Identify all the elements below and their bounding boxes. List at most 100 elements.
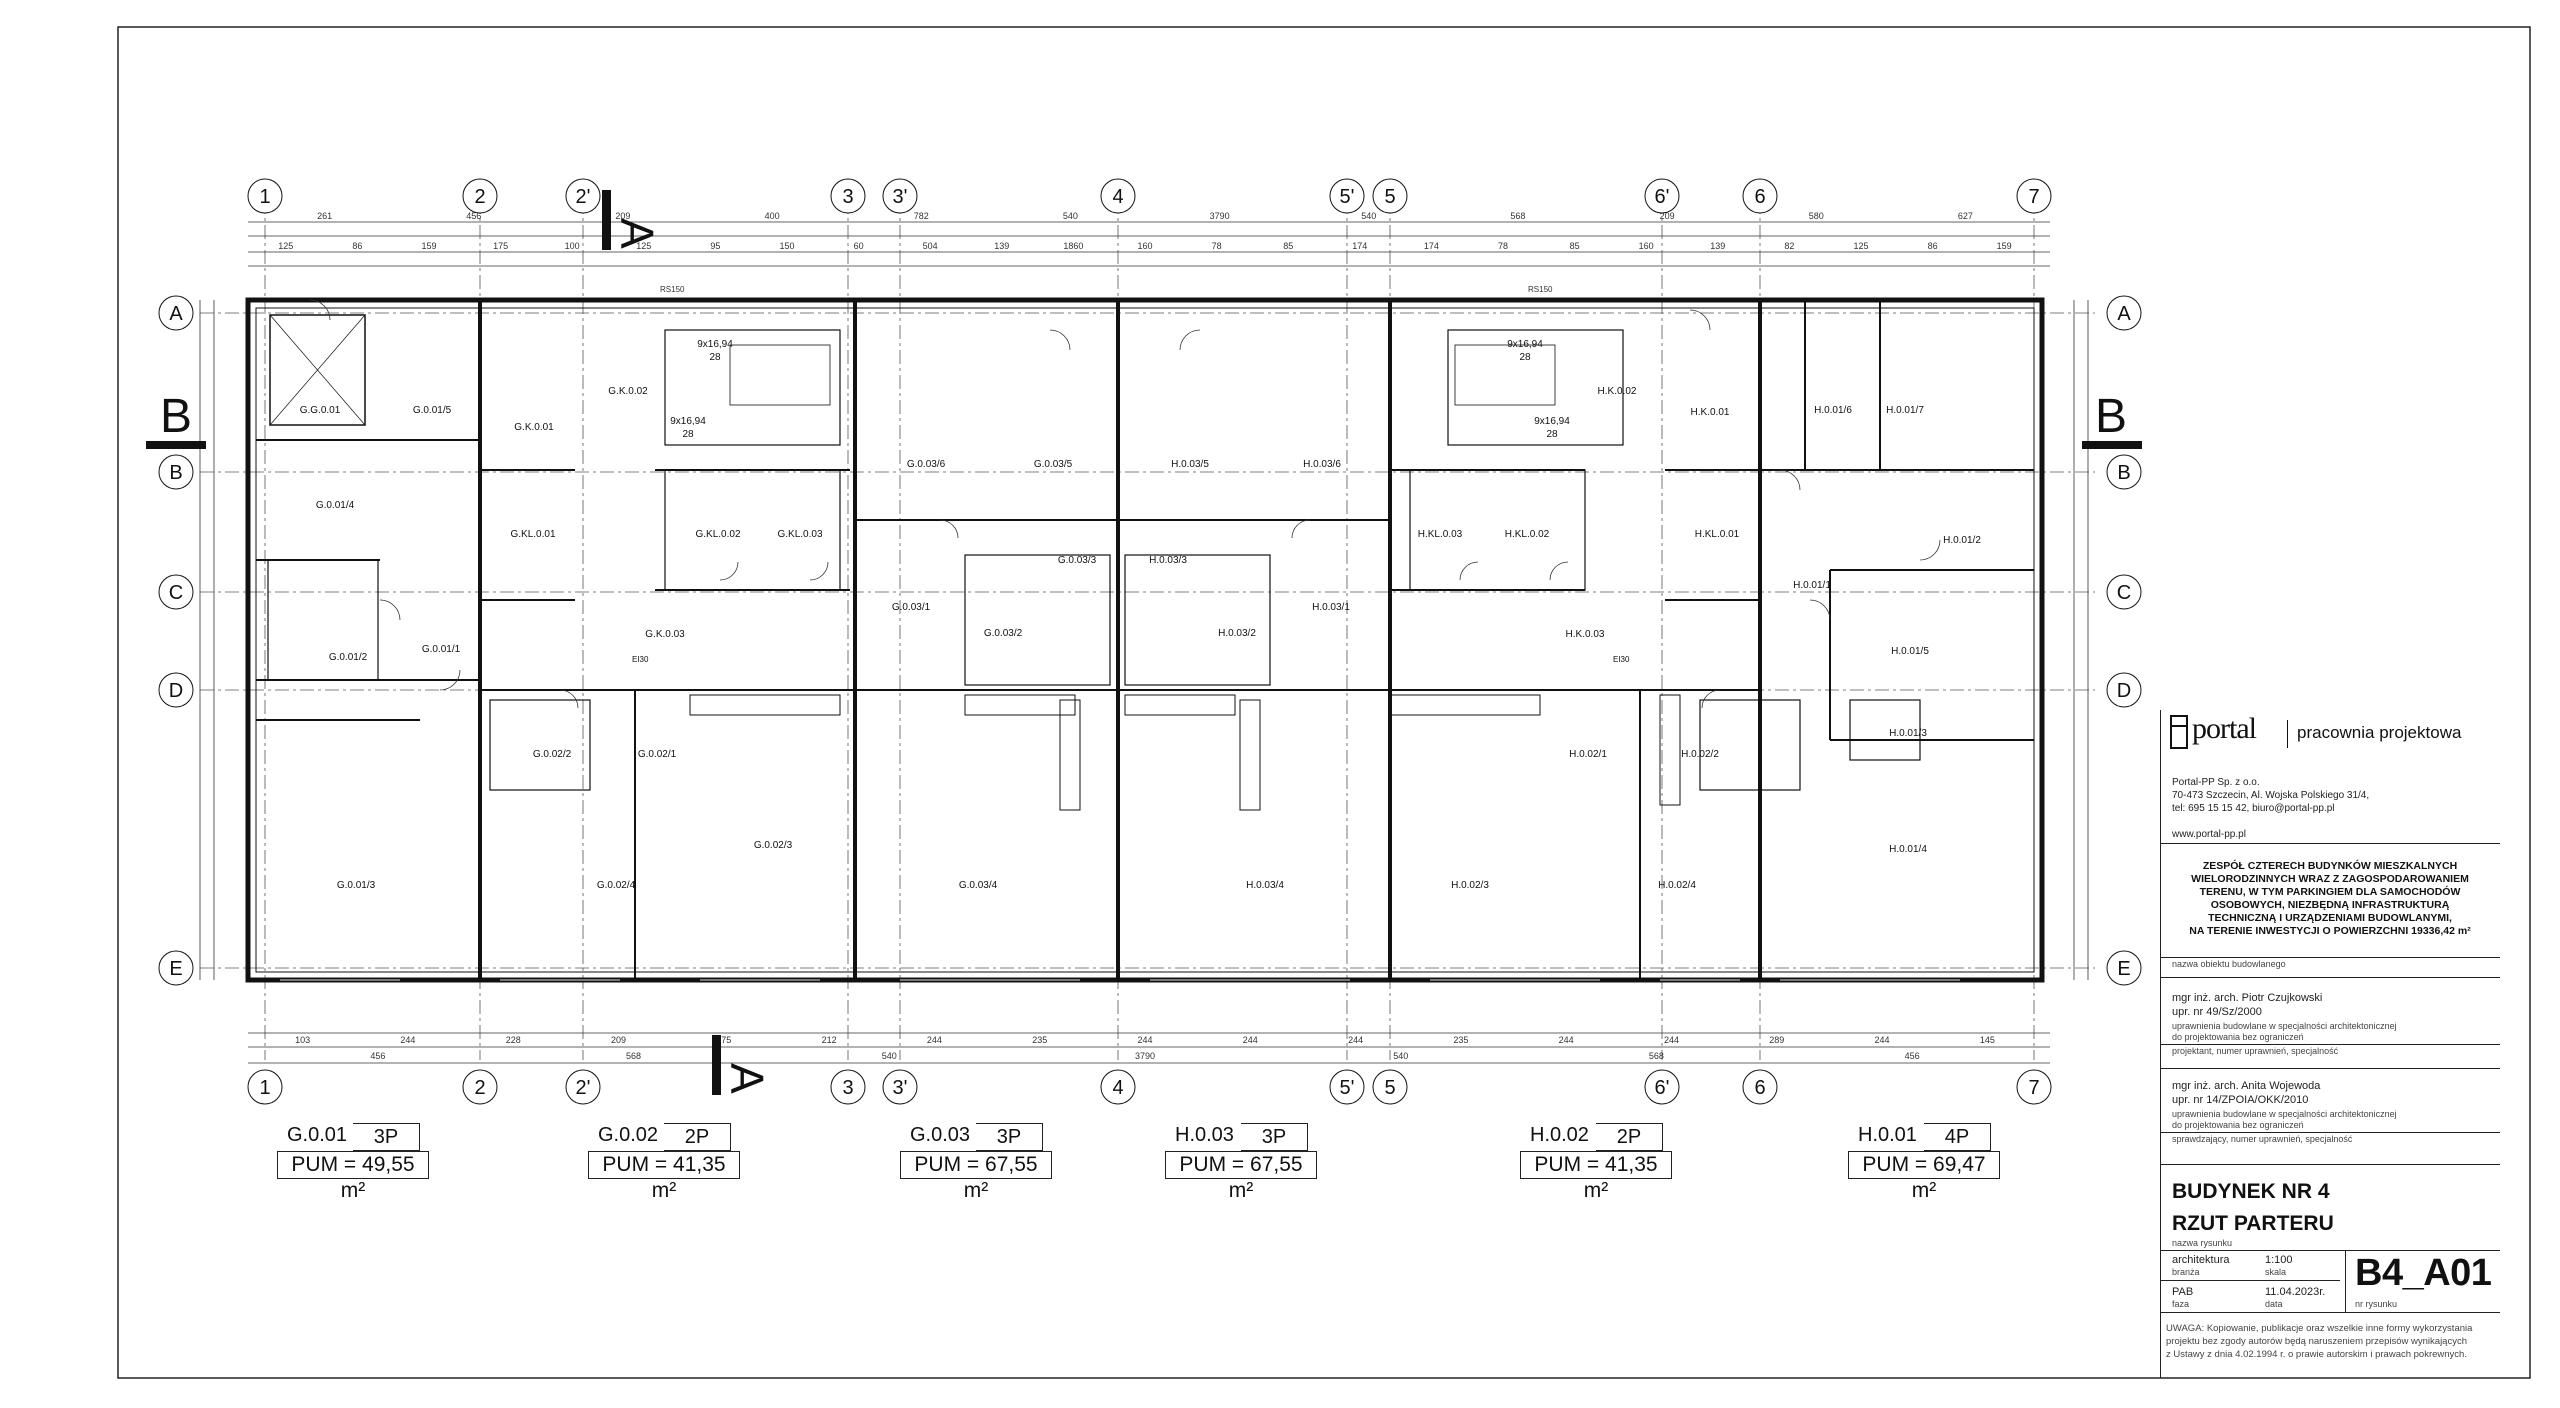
project-line-6: NA TERENIE INWESTYCJI O POWIERZCHNI 1933…: [2189, 925, 2471, 937]
copyright-notice: UWAGA: Kopiowanie, publikacje oraz wszel…: [2166, 1322, 2472, 1361]
dimension-lines: [199, 221, 2089, 1064]
axis-bubble-bottom: 7: [2016, 1069, 2052, 1105]
company-name: Portal-PP Sp. z o.o.: [2172, 777, 2260, 788]
axis-label: B: [2117, 462, 2130, 484]
dim-top-inner: 159: [421, 241, 436, 251]
dim-top-outer: 627: [1958, 211, 1973, 221]
dim-top-inner: 100: [565, 241, 580, 251]
stair-spec: 9x16,94: [1507, 339, 1543, 350]
project-line-5: TECHNICZNĄ I URZĄDZENIAMI BUDOWLANYMI,: [2208, 912, 2452, 924]
drawing-caption: nazwa rysunku: [2172, 1238, 2233, 1248]
drawing-number: B4_A01: [2355, 1252, 2492, 1294]
axis-label: 4: [1112, 1077, 1123, 1099]
axis-bubble-bottom: 6': [1644, 1069, 1680, 1105]
checker-permit: upr. nr 14/ZPOIA/OKK/2010: [2172, 1094, 2309, 1106]
axis-label: 3: [842, 186, 853, 208]
apartment-rooms: 4P: [1924, 1123, 1991, 1151]
dim-top-outer: 540: [1063, 211, 1078, 221]
axis-bubble-right: A: [2106, 295, 2142, 331]
axis-label: 3': [893, 1077, 908, 1099]
axis-label: 1: [259, 186, 270, 208]
axis-bubble-left: A: [158, 295, 194, 331]
axis-label: D: [169, 680, 183, 702]
section-mark-b-left: B: [146, 390, 206, 449]
door-swings: [309, 299, 1941, 709]
branch-caption: branża: [2172, 1267, 2200, 1277]
axis-bubble-right: D: [2106, 672, 2142, 708]
dim-top-outer: 456: [466, 211, 481, 221]
dim-bottom-row2: 456: [1905, 1051, 1920, 1061]
dim-top-inner: 160: [1137, 241, 1152, 251]
apartment-rooms: 2P: [664, 1123, 731, 1151]
apartment-area: PUM = 67,55 m²: [1165, 1151, 1317, 1202]
dim-bottom-row1: 244: [1559, 1035, 1574, 1045]
room-label: H.0.02/1: [1569, 749, 1607, 760]
room-label: G.KL.0.01: [510, 529, 555, 540]
designer-scope-1: uprawnienia budowlane w specjalności arc…: [2172, 1021, 2397, 1031]
checker-name: mgr inż. arch. Anita Wojewoda: [2172, 1080, 2321, 1092]
room-label: H.0.02/3: [1451, 880, 1489, 891]
axis-label: 2': [576, 1077, 591, 1099]
dim-bottom-row1: 212: [822, 1035, 837, 1045]
checker-caption: sprawdzający, numer uprawnień, specjalno…: [2172, 1134, 2353, 1144]
apartment-area: PUM = 49,55 m²: [277, 1151, 429, 1202]
dim-bottom-row1: 244: [400, 1035, 415, 1045]
svg-text:B: B: [160, 390, 192, 443]
room-label: G.KL.0.03: [777, 529, 822, 540]
axis-bubble-bottom: 4: [1100, 1069, 1136, 1105]
dim-bottom-row1: 289: [1769, 1035, 1784, 1045]
room-label: H.0.01/1: [1793, 580, 1831, 591]
room-label: H.KL.0.01: [1695, 529, 1740, 540]
axis-label: 2: [474, 1077, 485, 1099]
stair-step: 28: [1546, 429, 1558, 440]
apartment-code: H.0.01: [1858, 1124, 1917, 1146]
axis-label: 5': [1340, 1077, 1355, 1099]
axis-bubble-bottom: 3': [882, 1069, 918, 1105]
dim-top-inner: 159: [1997, 241, 2012, 251]
dim-top-inner: 175: [493, 241, 508, 251]
room-label: G.0.03/5: [1034, 459, 1073, 470]
dim-bottom-row2: 568: [626, 1051, 641, 1061]
dim-bottom-row1: 209: [611, 1035, 626, 1045]
dim-bottom-row2: 568: [1649, 1051, 1664, 1061]
designer-name: mgr inż. arch. Piotr Czujkowski: [2172, 992, 2323, 1004]
axis-bubble-top: 6: [1742, 178, 1778, 214]
dim-top-outer: 400: [765, 211, 780, 221]
axis-label: 4: [1112, 186, 1123, 208]
axis-label: C: [169, 582, 183, 604]
dim-bottom-row1: 244: [1137, 1035, 1152, 1045]
axis-bubble-bottom: 1: [247, 1069, 283, 1105]
axis-label: 5: [1384, 186, 1395, 208]
axis-bubble-bottom: 2: [462, 1069, 498, 1105]
room-label: H.0.01/7: [1886, 405, 1924, 416]
room-label: H.K.0.02: [1598, 386, 1637, 397]
section-mark-a-top: A: [602, 190, 663, 250]
company-logo: [2170, 712, 2240, 757]
dim-top-inner: 174: [1424, 241, 1439, 251]
dim-bottom-row1: 228: [506, 1035, 521, 1045]
dim-bottom-row1: 103: [295, 1035, 310, 1045]
room-label: H.0.01/6: [1814, 405, 1852, 416]
room-label: H.0.01/2: [1943, 535, 1981, 546]
dim-bottom-row2: 540: [1393, 1051, 1408, 1061]
dim-bottom-row1: 244: [1664, 1035, 1679, 1045]
axis-label: B: [169, 462, 182, 484]
room-label: H.0.01/5: [1891, 646, 1929, 657]
axis-bubble-left: C: [158, 574, 194, 610]
designer-permit: upr. nr 49/Sz/2000: [2172, 1006, 2262, 1018]
dim-top-outer: 568: [1510, 211, 1525, 221]
room-label: G.0.03/6: [907, 459, 946, 470]
room-label: G.0.01/1: [422, 644, 461, 655]
axis-bubble-left: D: [158, 672, 194, 708]
notice-line-1: UWAGA: Kopiowanie, publikacje oraz wszel…: [2166, 1323, 2473, 1334]
dim-top-inner: 139: [1710, 241, 1725, 251]
company-website: www.portal-pp.pl: [2172, 829, 2246, 840]
axis-bubble-top: 2': [565, 178, 601, 214]
axis-label: 2: [474, 186, 485, 208]
drawing-number-caption: nr rysunku: [2355, 1299, 2398, 1309]
dim-top-inner: 85: [1283, 241, 1293, 251]
axis-bubble-bottom: 3: [830, 1069, 866, 1105]
room-label: H.KL.0.02: [1505, 529, 1550, 540]
